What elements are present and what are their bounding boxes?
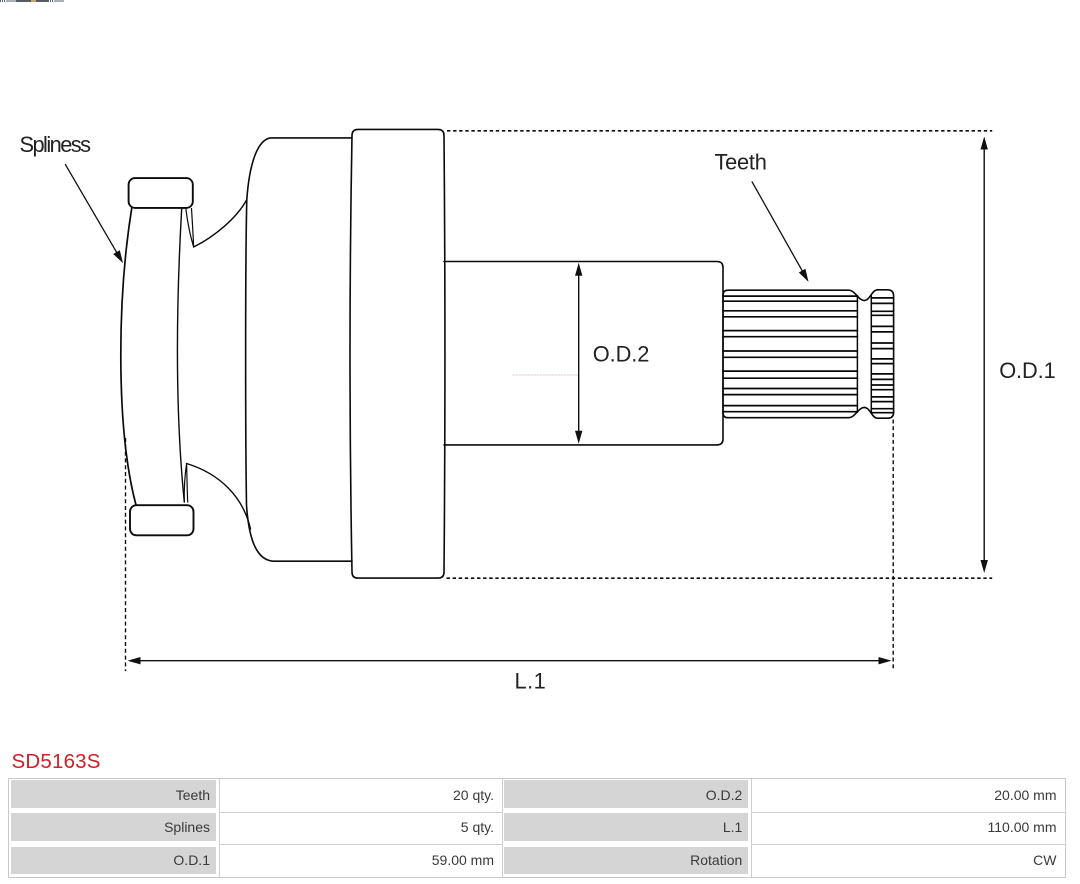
svg-text:O.D.1: O.D.1	[999, 358, 1055, 383]
svg-text:L.1: L.1	[515, 669, 547, 694]
svg-text:Spliness: Spliness	[20, 132, 92, 157]
svg-text:Teeth: Teeth	[715, 150, 767, 175]
svg-text:O.D.2: O.D.2	[593, 342, 649, 367]
